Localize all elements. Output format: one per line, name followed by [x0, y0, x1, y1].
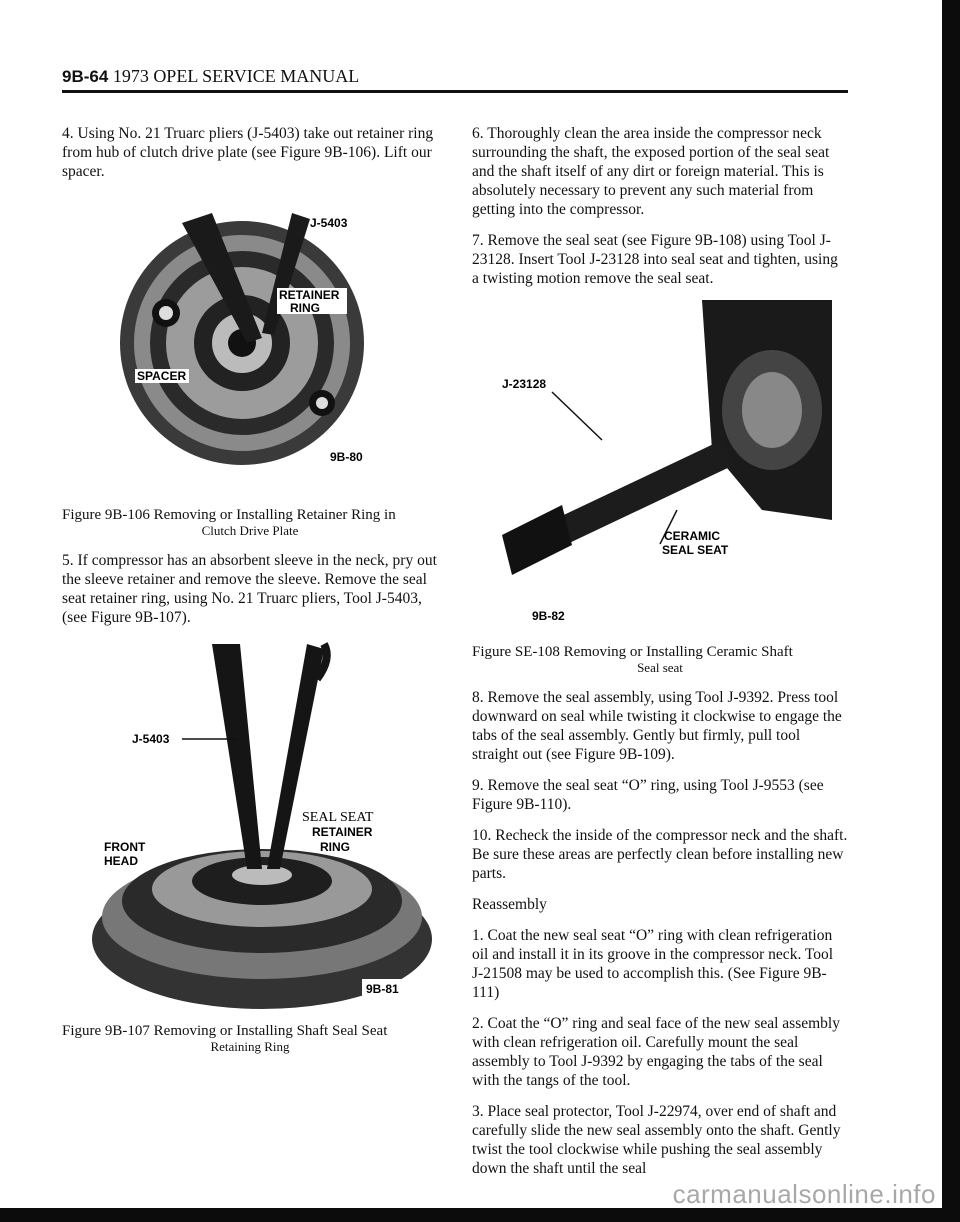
figure-9b-108-caption: Figure SE-108 Removing or Installing Cer… [472, 644, 848, 676]
step-4: 4. Using No. 21 Truarc pliers (J-5403) t… [62, 125, 434, 180]
ring-label: RING [290, 301, 320, 315]
step-7: 7. Remove the seal seat (see Figure 9B-1… [472, 232, 838, 287]
step-6: 6. Thoroughly clean the area inside the … [472, 125, 830, 218]
step-8: 8. Remove the seal assembly, using Tool … [472, 689, 842, 763]
tool-label: J-5403 [310, 216, 348, 230]
scan-edge-bottom [0, 1208, 960, 1222]
caption-sub: Clutch Drive Plate [201, 523, 299, 538]
scan-edge-right [942, 0, 960, 1222]
page-code: 9B-64 [62, 67, 109, 86]
reassembly-step-1: 1. Coat the new seal seat “O” ring with … [472, 927, 834, 1001]
step-10: 10. Recheck the inside of the compressor… [472, 827, 848, 882]
front-label: FRONT [104, 840, 146, 854]
figure-9b-108: J-23128 CERAMIC SEAL SEAT 9B-82 [472, 300, 848, 630]
left-column: 4. Using No. 21 Truarc pliers (J-5403) t… [62, 124, 438, 1067]
spacer-label: SPACER [137, 369, 186, 383]
figure-9b-106: RETAINER RING J-5403 SPACER 9B-80 [62, 193, 438, 493]
reassembly-step-3: 3. Place seal protector, Tool J-22974, o… [472, 1103, 841, 1177]
caption-sub: Retaining Ring [210, 1039, 290, 1054]
figure-9b-107: J-5403 SEAL SEAT RETAINER RING FRONT HEA… [62, 639, 438, 1009]
caption-line: Figure SE-108 Removing or Installing Cer… [472, 644, 793, 660]
retainer-label: RETAINER [312, 825, 373, 839]
header-rule [62, 90, 848, 93]
caption-sub: Seal seat [637, 660, 683, 675]
figure-code: 9B-82 [532, 609, 565, 623]
right-column: 6. Thoroughly clean the area inside the … [472, 124, 848, 1190]
figure-9b-108-image: J-23128 CERAMIC SEAL SEAT 9B-82 [502, 300, 832, 623]
reassembly-heading: Reassembly [472, 896, 547, 913]
caption-line: Figure 9B-107 Removing or Installing Sha… [62, 1023, 388, 1039]
reassembly-step-2: 2. Coat the “O” ring and seal face of th… [472, 1015, 840, 1089]
tool-label: J-5403 [132, 732, 170, 746]
step-9: 9. Remove the seal seat “O” ring, using … [472, 777, 824, 813]
head-label: HEAD [104, 854, 138, 868]
ceramic-label: CERAMIC [664, 529, 720, 543]
page-header: 9B-64 1973 OPEL SERVICE MANUAL [62, 66, 359, 87]
seal-seat-label: SEAL SEAT [662, 543, 729, 557]
figure-9b-107-caption: Figure 9B-107 Removing or Installing Sha… [62, 1023, 438, 1055]
manual-title: 1973 OPEL SERVICE MANUAL [112, 66, 360, 86]
figure-code: 9B-81 [366, 982, 399, 996]
figure-9b-106-image: RETAINER RING J-5403 SPACER 9B-80 [120, 213, 364, 473]
figure-code: 9B-80 [330, 450, 363, 464]
watermark: carmanualsonline.info [672, 1179, 936, 1209]
figure-9b-106-caption: Figure 9B-106 Removing or Installing Ret… [62, 507, 438, 539]
seal-seat-label: SEAL SEAT [302, 810, 374, 825]
step-5: 5. If compressor has an absorbent sleeve… [62, 552, 437, 626]
caption-line: Figure 9B-106 Removing or Installing Ret… [62, 507, 396, 523]
figure-9b-107-image: J-5403 SEAL SEAT RETAINER RING FRONT HEA… [92, 642, 432, 1009]
retainer-label: RETAINER [279, 288, 340, 302]
tool-label: J-23128 [502, 377, 546, 391]
ring-label: RING [320, 840, 350, 854]
